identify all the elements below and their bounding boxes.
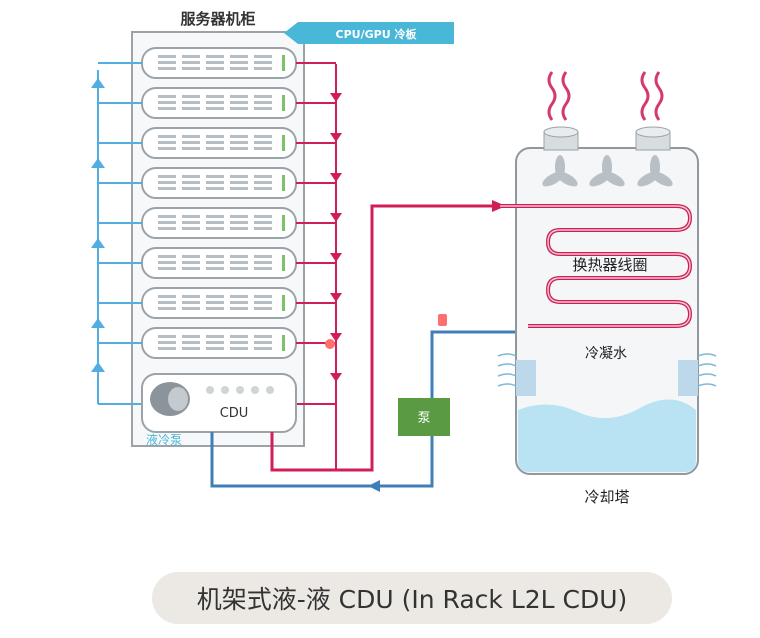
- condensate-label: 冷凝水: [585, 346, 627, 362]
- return-manifold: [296, 62, 342, 405]
- supply-manifold: [91, 62, 142, 405]
- cold-pipe: [210, 314, 528, 492]
- cdu-unit: CDU 液冷泵: [141, 373, 297, 447]
- server-unit: [141, 327, 297, 359]
- cold-plate-tag: CPU/GPU 冷板: [284, 22, 454, 44]
- fan-icons: [542, 155, 673, 187]
- server-slots: [141, 47, 297, 359]
- circulation-pump: 泵: [398, 398, 450, 436]
- pump-label: 泵: [417, 411, 430, 426]
- heat-waves-icon: [547, 71, 664, 121]
- sensor-dot: [438, 314, 447, 326]
- server-unit: [141, 47, 297, 79]
- server-unit: [141, 87, 297, 119]
- air-inlet-icons: [516, 360, 698, 396]
- hot-pipe: [270, 200, 506, 472]
- server-unit: [141, 207, 297, 239]
- cdu-label: CDU: [220, 406, 249, 421]
- diagram-caption: 机架式液-液 CDU (In Rack L2L CDU): [152, 572, 672, 624]
- coolant-label: 液冷泵: [146, 432, 182, 447]
- coil-label: 换热器线圈: [572, 256, 647, 274]
- server-unit: [141, 287, 297, 319]
- server-unit: [141, 127, 297, 159]
- cooling-diagram: 服务器机柜 CPU/GPU 冷板: [91, 10, 717, 506]
- server-unit: [141, 247, 297, 279]
- cooling-tower: 换热器线圈 冷凝水 冷却塔: [497, 71, 717, 506]
- rack-title: 服务器机柜: [180, 10, 255, 28]
- server-unit: [141, 167, 297, 199]
- cold-plate-label: CPU/GPU 冷板: [336, 27, 418, 41]
- tower-label: 冷却塔: [584, 488, 629, 506]
